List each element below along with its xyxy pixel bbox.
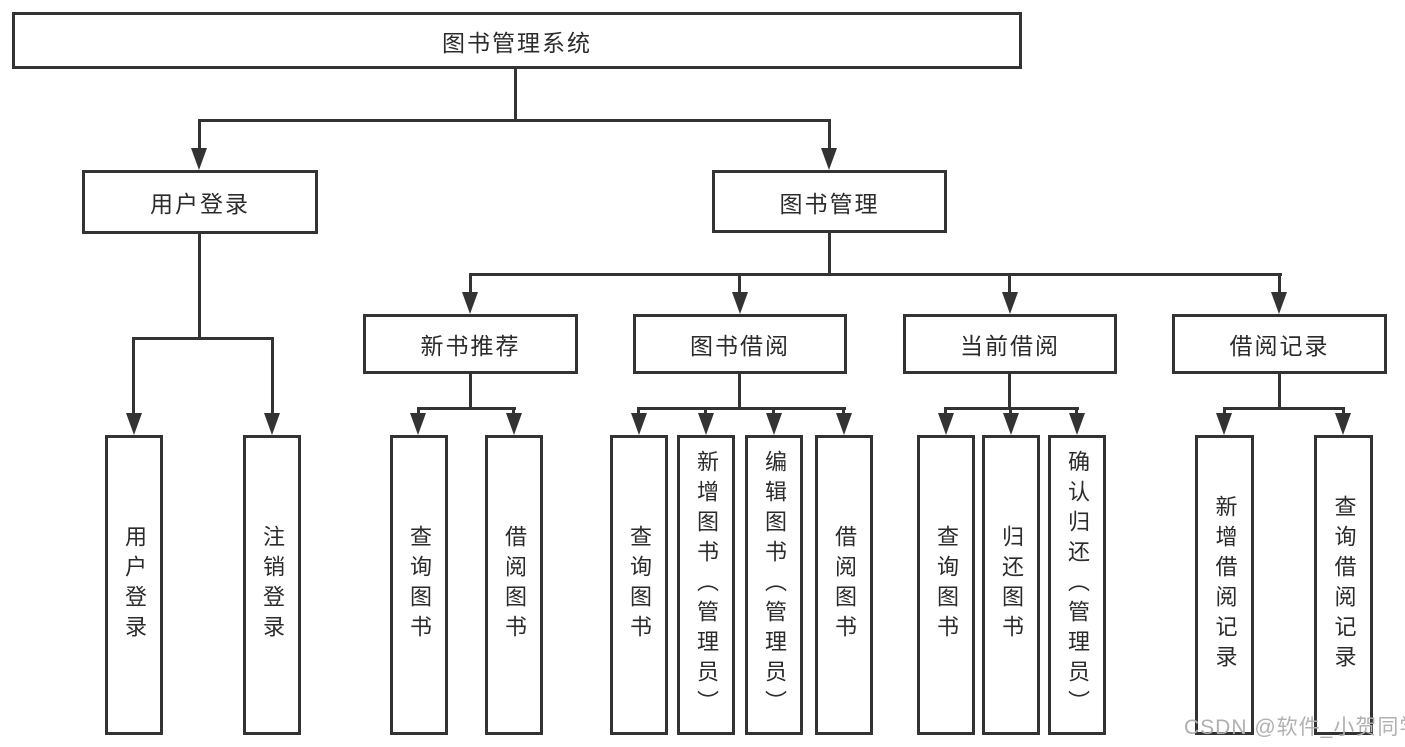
csdn-watermark: CSDN @软件_小贺同学 — [1184, 716, 1405, 739]
arrow-down-icon — [631, 413, 647, 435]
leaf-label: 归还图书 — [999, 525, 1024, 645]
connector-line — [271, 337, 274, 415]
connector-line — [828, 119, 831, 151]
connector-line — [944, 407, 947, 416]
connector-line — [1278, 374, 1281, 410]
connector-line — [772, 407, 775, 416]
arrow-down-icon — [938, 413, 954, 435]
arrow-down-icon — [1069, 413, 1085, 435]
connector-line — [637, 407, 640, 416]
connector-line — [514, 69, 517, 120]
arrow-down-icon — [410, 413, 426, 435]
connector-line — [417, 407, 420, 416]
leaf-label: 借阅图书 — [502, 525, 527, 645]
connector-line — [469, 273, 472, 294]
connector-line — [198, 234, 201, 337]
connector-line — [1008, 374, 1011, 410]
leaf-label: 查询图书 — [627, 525, 652, 645]
connector-line — [198, 119, 201, 151]
arrow-down-icon — [836, 413, 852, 435]
leaf-label: 编辑图书（管理员） — [762, 450, 787, 720]
leaf-label: 新增图书（管理员） — [694, 450, 719, 720]
connector-line — [512, 407, 515, 416]
leaf-user-login: 用户登录 — [105, 435, 163, 735]
node-current-borrow: 当前借阅 — [903, 314, 1117, 374]
connector-line — [704, 407, 707, 416]
leaf-label: 查询图书 — [407, 525, 432, 645]
leaf-add-book-admin: 新增图书（管理员） — [677, 435, 735, 735]
arrow-down-icon — [126, 413, 142, 435]
node-user-login: 用户登录 — [82, 170, 318, 234]
connector-line — [1223, 407, 1226, 416]
leaf-label: 注销登录 — [260, 525, 285, 645]
node-book-borrow: 图书借阅 — [633, 314, 847, 374]
leaf-label: 借阅图书 — [832, 525, 857, 645]
connector-line — [828, 233, 831, 276]
leaf-edit-book-admin: 编辑图书（管理员） — [745, 435, 803, 735]
connector-line — [1342, 407, 1345, 416]
leaf-logout: 注销登录 — [243, 435, 301, 735]
leaf-label: 用户登录 — [122, 525, 147, 645]
node-book-management: 图书管理 — [712, 170, 947, 233]
connector-line — [1075, 407, 1078, 416]
arrow-down-icon — [1216, 413, 1232, 435]
arrow-down-icon — [506, 413, 522, 435]
connector-line — [469, 273, 1282, 276]
connector-line — [738, 374, 741, 410]
connector-line — [1278, 273, 1281, 294]
leaf-query-books-borrow: 查询图书 — [610, 435, 668, 735]
arrow-down-icon — [698, 413, 714, 435]
connector-line — [417, 407, 516, 410]
leaf-borrow-books: 借阅图书 — [815, 435, 873, 735]
leaf-label: 新增借阅记录 — [1212, 495, 1238, 675]
connector-line — [842, 407, 845, 416]
leaf-query-books-current: 查询图书 — [917, 435, 975, 735]
connector-line — [469, 374, 472, 410]
leaf-return-book: 归还图书 — [982, 435, 1040, 735]
node-library-management-system: 图书管理系统 — [12, 12, 1022, 69]
leaf-label: 查询图书 — [934, 525, 959, 645]
connector-line — [637, 407, 846, 410]
node-new-book-recommend: 新书推荐 — [363, 314, 578, 374]
leaf-query-borrow-record: 查询借阅记录 — [1314, 435, 1373, 735]
leaf-label: 确认归还（管理员） — [1065, 450, 1090, 720]
connector-line — [198, 119, 831, 122]
connector-line — [1008, 273, 1011, 294]
arrow-down-icon — [462, 292, 478, 314]
arrow-down-icon — [766, 413, 782, 435]
arrow-down-icon — [1335, 413, 1351, 435]
connector-line — [132, 337, 135, 415]
connector-line — [132, 337, 274, 340]
leaf-add-borrow-record: 新增借阅记录 — [1195, 435, 1254, 735]
connector-line — [1223, 407, 1345, 410]
leaf-confirm-return-admin: 确认归还（管理员） — [1048, 435, 1106, 735]
leaf-borrow-books-recommend: 借阅图书 — [485, 435, 543, 735]
arrow-down-icon — [264, 413, 280, 435]
leaf-query-books-recommend: 查询图书 — [390, 435, 448, 735]
leaf-label: 查询借阅记录 — [1331, 495, 1357, 675]
arrow-down-icon — [1002, 292, 1018, 314]
connector-line — [738, 273, 741, 294]
connector-line — [1009, 407, 1012, 416]
arrow-down-icon — [191, 148, 207, 170]
node-borrow-records: 借阅记录 — [1172, 314, 1387, 374]
arrow-down-icon — [1003, 413, 1019, 435]
arrow-down-icon — [1271, 292, 1287, 314]
arrow-down-icon — [821, 148, 837, 170]
arrow-down-icon — [732, 292, 748, 314]
